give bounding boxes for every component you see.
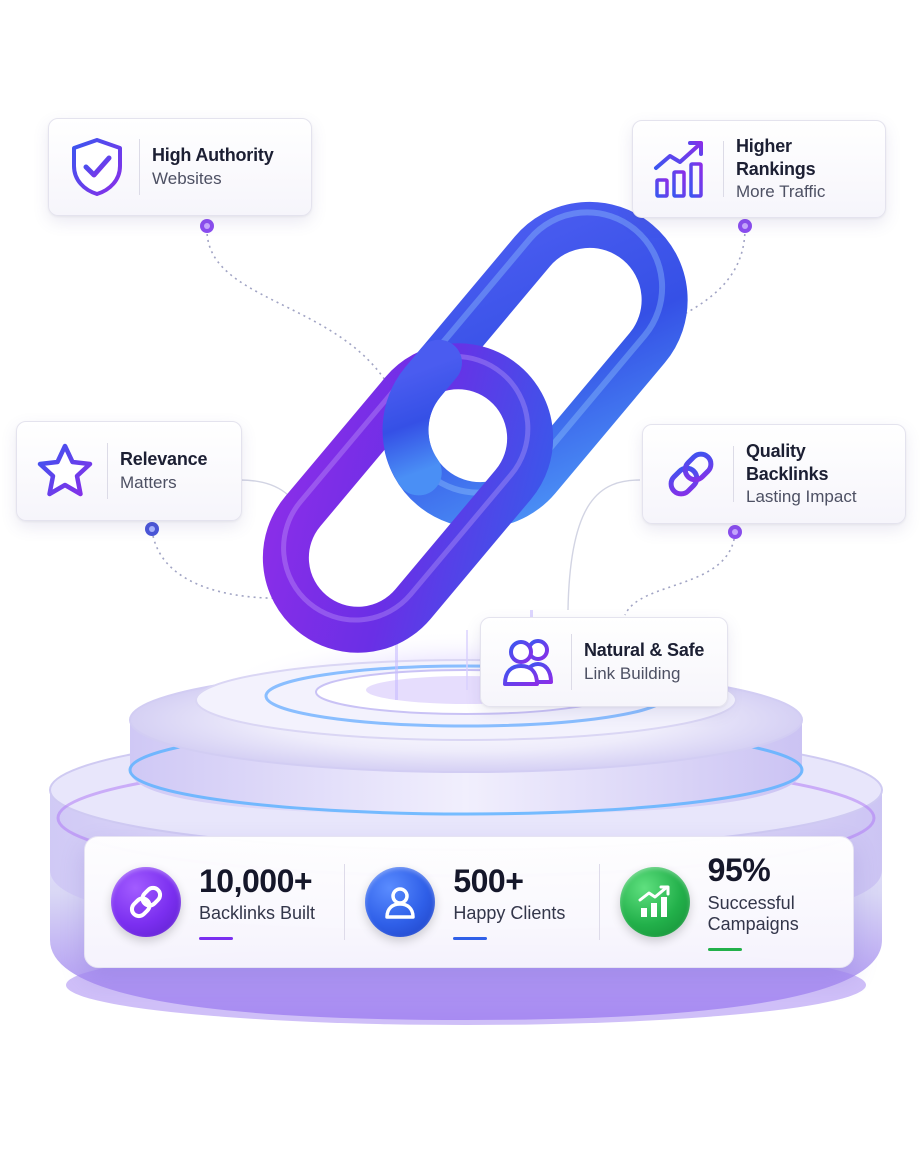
stat-label: Happy Clients — [453, 903, 566, 924]
stat-backlinks: 10,000+ Backlinks Built — [111, 863, 324, 940]
stat-campaigns: 95% Successful Campaigns — [619, 852, 833, 951]
feature-card-quality-backlinks: Quality Backlinks Lasting Impact — [642, 424, 906, 524]
stats-panel: 10,000+ Backlinks Built 500+ Happy Clien… — [84, 836, 854, 968]
feature-title: Quality Backlinks — [746, 440, 829, 484]
stat-value: 95% — [707, 852, 771, 889]
card-divider — [107, 443, 108, 499]
feature-card-high-authority: High Authority Websites — [48, 118, 312, 216]
feature-subtitle: Lasting Impact — [746, 487, 857, 507]
feature-title: High Authority — [152, 145, 274, 166]
stat-value: 10,000+ — [199, 863, 313, 900]
stat-label: Backlinks Built — [199, 903, 316, 924]
feature-subtitle: More Traffic — [736, 182, 826, 202]
stat-clients: 500+ Happy Clients — [365, 863, 578, 940]
feature-card-relevance: Relevance Matters — [16, 421, 242, 521]
card-divider — [733, 446, 734, 502]
link-icon — [659, 442, 723, 506]
growth-chart-icon — [649, 137, 713, 201]
card-divider — [723, 141, 724, 197]
feature-card-higher-rankings: Higher Rankings More Traffic — [632, 120, 886, 218]
stat-accent-bar — [453, 936, 488, 940]
users-icon — [497, 630, 561, 694]
feature-title: Natural & Safe — [584, 640, 705, 661]
chain-link-bottom — [262, 343, 554, 653]
stat-value: 500+ — [453, 863, 524, 900]
link-icon — [111, 867, 181, 937]
card-divider — [139, 139, 140, 195]
feature-subtitle: Websites — [152, 168, 222, 188]
growth-chart-icon — [619, 867, 690, 937]
stat-separator — [598, 864, 600, 940]
feature-card-natural-safe: Natural & Safe Link Building — [480, 617, 728, 707]
star-icon — [33, 439, 97, 503]
feature-title: Higher Rankings — [736, 135, 816, 179]
card-divider — [571, 634, 572, 690]
feature-subtitle: Link Building — [584, 663, 681, 683]
stat-accent-bar — [199, 936, 233, 940]
stat-accent-bar — [707, 947, 742, 951]
feature-title: Relevance — [120, 449, 208, 470]
stat-separator — [344, 864, 346, 940]
connector-dots — [145, 219, 752, 539]
stat-label: Successful Campaigns — [707, 892, 799, 935]
feature-subtitle: Matters — [120, 472, 177, 492]
shield-check-icon — [65, 135, 129, 199]
user-icon — [365, 867, 436, 937]
